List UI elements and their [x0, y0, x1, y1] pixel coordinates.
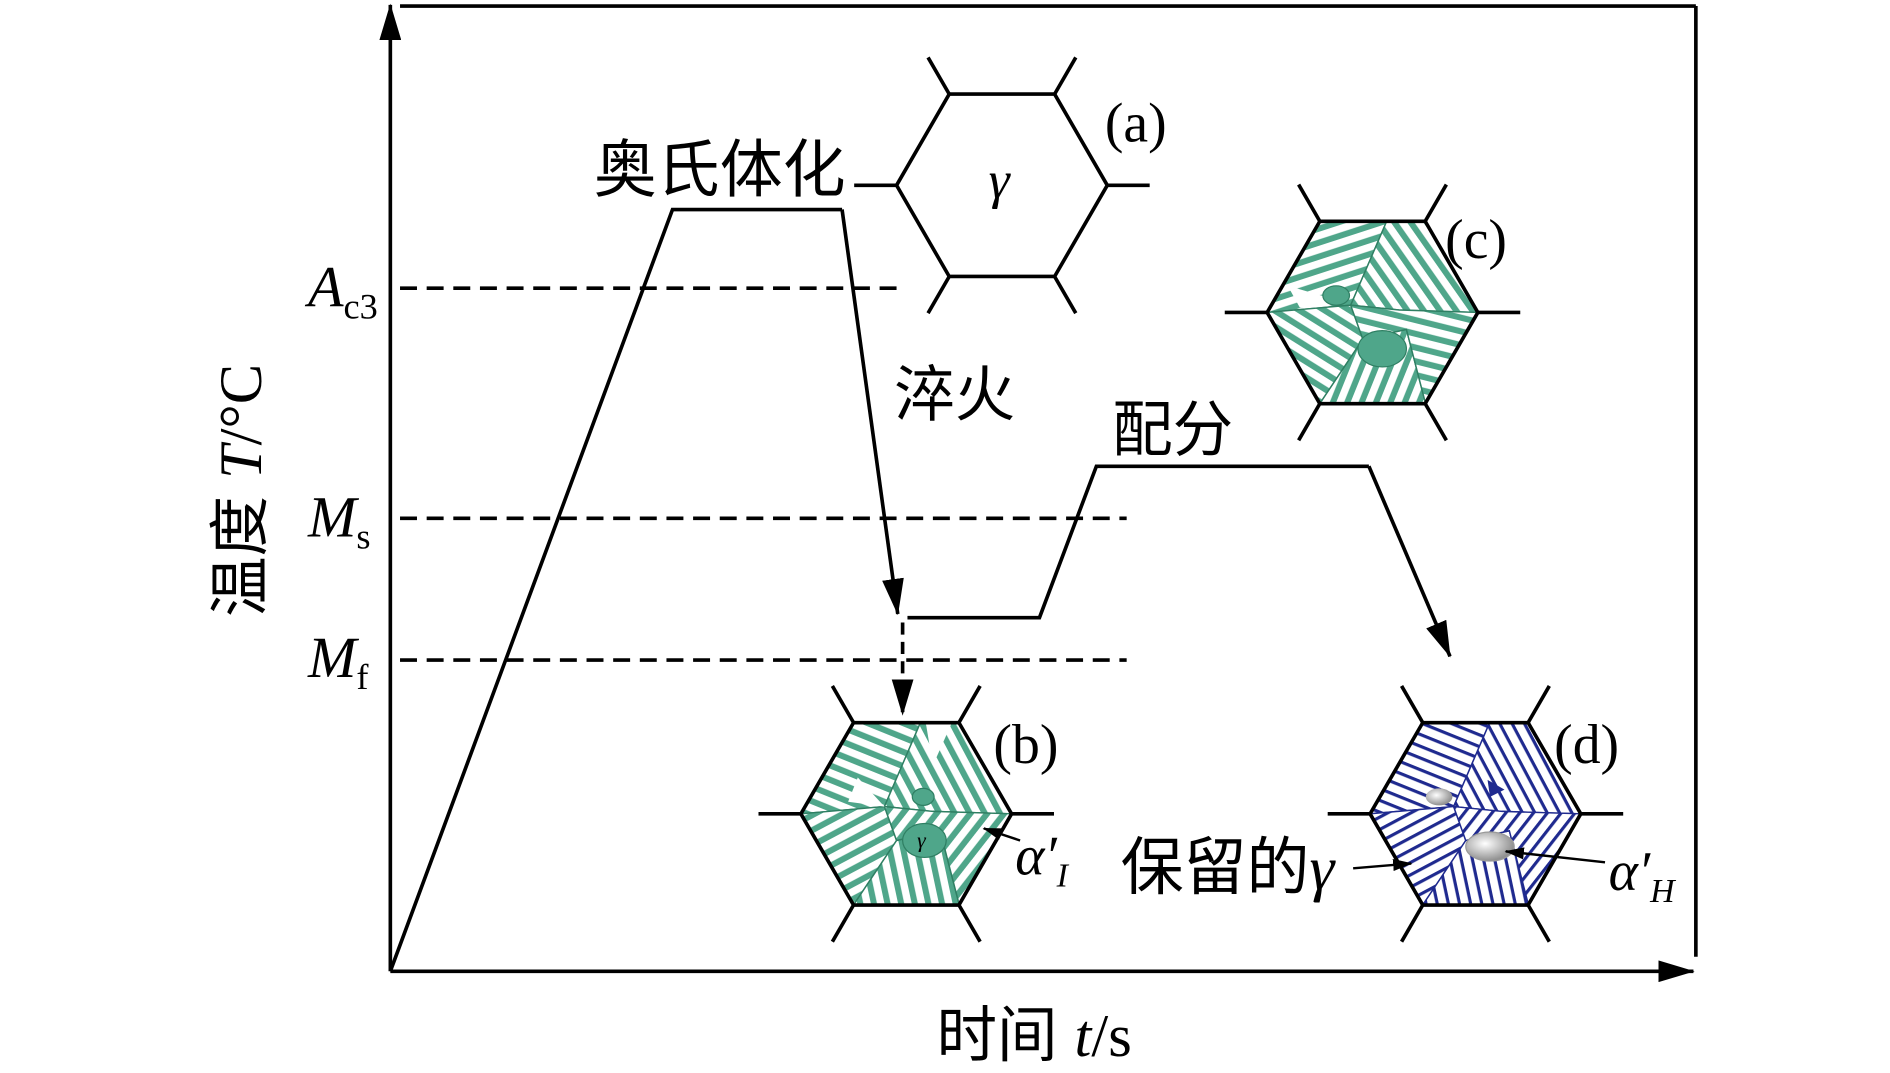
- x-axis-name: 时间: [937, 1003, 1058, 1070]
- mf-subscript: f: [356, 657, 369, 697]
- austenite-blob: [911, 787, 935, 806]
- x-axis-symbol: t: [1075, 1003, 1094, 1070]
- ms-label: Ms: [307, 484, 371, 556]
- grain-final-d: [1327, 685, 1624, 943]
- grain-quenched-b: [758, 685, 1054, 943]
- grain-boundary-extension: [1053, 56, 1078, 96]
- austenite-blob: [902, 822, 947, 859]
- alpha-I-pointer: [982, 827, 1021, 842]
- ms-symbol: M: [307, 484, 360, 549]
- lath-microstructure: [1267, 221, 1478, 404]
- ms-subscript: s: [356, 517, 370, 557]
- y-axis-label: 温度 T/°C: [208, 364, 275, 617]
- gamma-b-label: γ: [917, 829, 927, 853]
- alpha-H-pointer: [1504, 847, 1606, 864]
- retained-gamma-symbol: γ: [1310, 833, 1337, 903]
- mf-label: Mf: [307, 625, 369, 697]
- partitioning-curve: [907, 464, 1369, 620]
- lath-microstructure: [800, 722, 1012, 906]
- y-axis-symbol: T: [208, 441, 275, 479]
- lath-microstructure: [1370, 722, 1581, 906]
- grain-austenite-a: [854, 56, 1150, 315]
- alpha-I-subscript: I: [1056, 857, 1070, 894]
- grain-boundary-extension: [957, 904, 982, 943]
- grain-boundary-extension: [957, 685, 982, 724]
- x-axis-unit: /s: [1091, 1003, 1131, 1070]
- grain-boundary-extension: [1423, 402, 1448, 442]
- grain-boundary-extension: [1526, 685, 1551, 724]
- alpha-H-subscript: H: [1649, 873, 1676, 910]
- austenitizing-label: 奥氏体化: [594, 135, 846, 205]
- retained-austenite-blob: [1465, 831, 1515, 862]
- grain-boundary-extension: [926, 275, 951, 315]
- austenite-blob: [1357, 330, 1408, 368]
- grain-boundary-extension: [1399, 685, 1425, 724]
- mf-symbol: M: [307, 625, 360, 690]
- quenching-label: 淬火: [894, 362, 1015, 429]
- martensite-packet: [1349, 304, 1478, 404]
- ac3-label: Ac3: [304, 254, 378, 326]
- panel-b-label: (b): [993, 714, 1058, 776]
- final-quench-arrow: [1367, 465, 1452, 658]
- partitioning-label: 配分: [1112, 398, 1233, 465]
- alpha-H-symbol: α′: [1609, 841, 1651, 903]
- grain-boundary-extension: [830, 904, 856, 943]
- y-axis-name: 温度: [208, 496, 275, 617]
- grain-boundary-extension: [830, 685, 856, 724]
- lath-wedge: [925, 722, 953, 766]
- lath-wedge: [848, 777, 885, 807]
- alpha-I-label: α′I: [1015, 825, 1069, 894]
- retained-gamma-label: 保留的γ: [1121, 833, 1337, 903]
- retained-gamma-text: 保留的: [1121, 833, 1310, 903]
- grain-boundary-extension: [1053, 275, 1078, 315]
- grain-boundary-extension: [1297, 402, 1322, 442]
- ac3-symbol: A: [304, 254, 344, 319]
- retained-austenite-blob: [1425, 788, 1453, 806]
- alpha-H-label: α′H: [1609, 841, 1676, 910]
- panel-c-label: (c): [1445, 209, 1507, 271]
- grain-boundary-extension: [1526, 904, 1551, 943]
- ac3-subscript: c3: [343, 287, 377, 327]
- y-axis-unit: /°C: [208, 364, 275, 445]
- heating-and-austenitizing-curve: [388, 207, 843, 972]
- lath-wedge: [1487, 779, 1505, 797]
- austenite-blob: [1322, 285, 1351, 306]
- alpha-I-symbol: α′: [1015, 825, 1057, 887]
- quench-arrow: [840, 209, 904, 616]
- grain-boundary-extension: [926, 56, 951, 96]
- grain-boundary-extension: [1423, 183, 1448, 223]
- grain-partitioned-c: [1224, 183, 1521, 442]
- gamma-a-label: γ: [989, 150, 1012, 209]
- panel-a-label: (a): [1105, 93, 1167, 155]
- x-axis-label: 时间 t/s: [937, 1003, 1132, 1070]
- panel-d-label: (d): [1554, 714, 1619, 776]
- retained-gamma-pointer: [1353, 858, 1413, 872]
- grain-boundary-extension: [1297, 183, 1322, 223]
- grain-boundary-extension: [1399, 904, 1425, 943]
